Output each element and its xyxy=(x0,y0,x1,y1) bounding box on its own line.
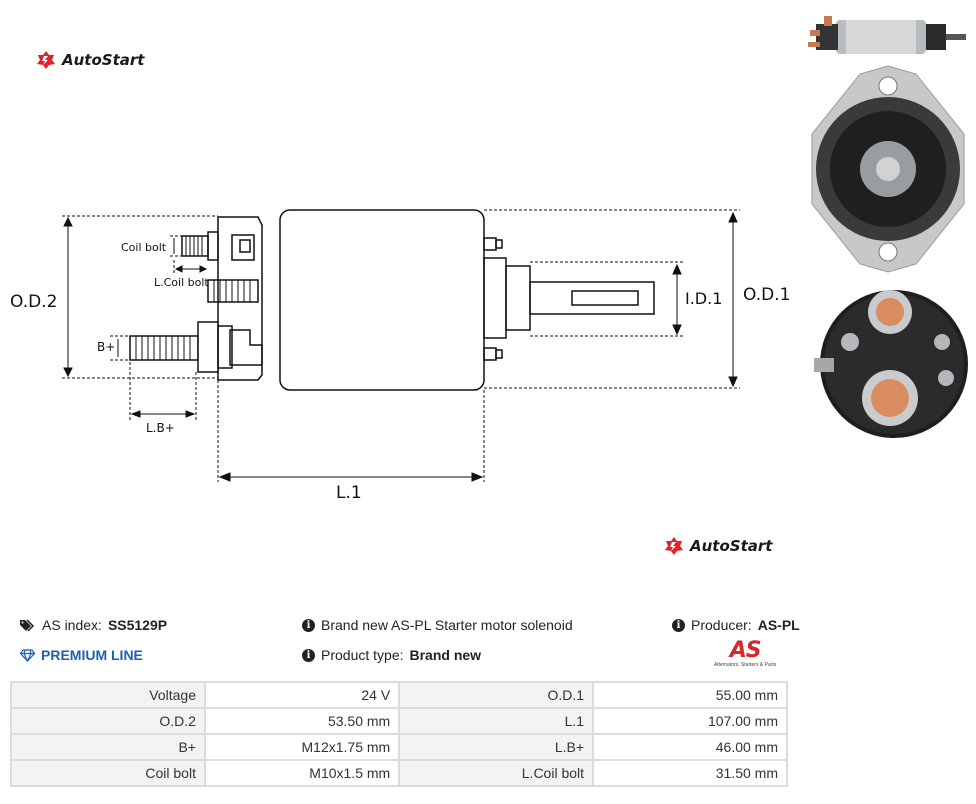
b-plus-label: B+ xyxy=(97,340,115,354)
spec-value: 53.50 mm xyxy=(203,707,401,735)
tags-icon xyxy=(20,618,35,632)
premium-line: PREMIUM LINE xyxy=(20,647,143,663)
diamond-icon xyxy=(20,648,35,662)
logo-text: AutoStart xyxy=(62,51,145,69)
logo-text: AutoStart xyxy=(690,537,773,555)
od1-label: O.D.1 xyxy=(743,285,790,305)
brand-logo-secondary: AutoStart xyxy=(664,536,772,556)
aspl-logo: AS Alternators, Starters & Parts xyxy=(714,638,777,669)
coil-bolt-lower xyxy=(207,279,259,303)
table-row: B+ M12x1.75 mm L.B+ 46.00 mm xyxy=(10,733,788,761)
spec-value: M10x1.5 mm xyxy=(203,759,401,787)
as-index-value: SS5129P xyxy=(107,617,168,633)
spec-label: O.D.1 xyxy=(398,681,595,709)
aspl-tagline: Alternators, Starters & Parts xyxy=(714,662,777,668)
aspl-logo-text: AS xyxy=(729,638,762,663)
as-index-label: AS index: xyxy=(42,617,102,633)
spec-value: 31.50 mm xyxy=(592,759,788,787)
as-index: AS index: SS5129P xyxy=(20,617,167,633)
producer: i Producer: AS-PL xyxy=(672,617,800,633)
description: i Brand new AS-PL Starter motor solenoid xyxy=(302,617,573,633)
product-type: i Product type: Brand new xyxy=(302,647,481,663)
coil-bolt-label: Coil bolt xyxy=(121,241,167,254)
l-b-plus-label: L.B+ xyxy=(146,421,175,435)
info-icon: i xyxy=(302,618,315,632)
spec-label: L.Coil bolt xyxy=(398,759,595,787)
producer-value: AS-PL xyxy=(757,617,800,633)
spec-label: Voltage xyxy=(10,681,206,709)
product-photo-end xyxy=(811,65,965,273)
logo-icon xyxy=(37,51,55,69)
l-coil-bolt-label: L.Coil bolt xyxy=(154,276,209,289)
logo-icon xyxy=(665,537,683,555)
spec-label: L.B+ xyxy=(398,733,595,761)
product-photo-terminals xyxy=(814,290,968,438)
id1-label: I.D.1 xyxy=(685,289,722,308)
info-icon: i xyxy=(672,618,685,632)
producer-label: Producer: xyxy=(691,617,752,633)
product-photo-side xyxy=(808,16,966,54)
specs-table: Voltage 24 V O.D.1 55.00 mm O.D.2 53.50 … xyxy=(10,681,788,787)
plunger xyxy=(529,281,655,315)
product-type-label: Product type: xyxy=(321,647,404,663)
description-text: Brand new AS-PL Starter motor solenoid xyxy=(321,617,573,633)
spec-label: B+ xyxy=(10,733,206,761)
solenoid-body xyxy=(279,209,485,391)
product-type-value: Brand new xyxy=(409,647,482,663)
spec-label: L.1 xyxy=(398,707,595,735)
spec-value: 24 V xyxy=(203,681,401,709)
spec-value: 55.00 mm xyxy=(592,681,788,709)
table-row: Voltage 24 V O.D.1 55.00 mm xyxy=(10,681,788,709)
l1-label: L.1 xyxy=(336,483,362,503)
table-row: Coil bolt M10x1.5 mm L.Coil bolt 31.50 m… xyxy=(10,759,788,787)
spec-label: Coil bolt xyxy=(10,759,206,787)
spec-value: 107.00 mm xyxy=(592,707,788,735)
premium-label: PREMIUM LINE xyxy=(41,647,143,663)
info-icon: i xyxy=(302,648,315,662)
table-row: O.D.2 53.50 mm L.1 107.00 mm xyxy=(10,707,788,735)
od2-label: O.D.2 xyxy=(10,292,57,312)
spec-value: 46.00 mm xyxy=(592,733,788,761)
spec-value: M12x1.75 mm xyxy=(203,733,401,761)
brand-logo: AutoStart xyxy=(36,50,144,70)
technical-drawing: O.D.2 O.D.1 I.D.1 L.1 Coil bolt L.Coil b… xyxy=(10,209,790,503)
spec-label: O.D.2 xyxy=(10,707,206,735)
b-plus-bolt xyxy=(129,335,199,361)
